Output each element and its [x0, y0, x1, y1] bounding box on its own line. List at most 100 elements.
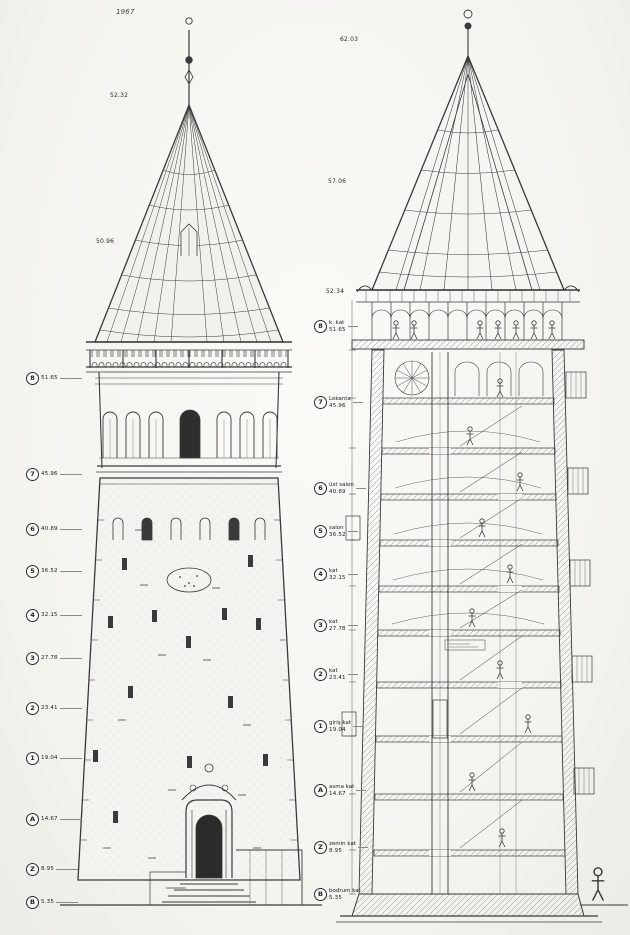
level-number: 6	[26, 523, 39, 536]
level-number: 2	[314, 668, 327, 681]
level-name: giriş kat	[329, 720, 352, 727]
leader-line	[59, 571, 82, 572]
elevation-note: 57.06	[328, 178, 347, 185]
level-elevation: 27.78	[41, 654, 58, 661]
leader-line	[59, 529, 82, 530]
leader-line	[355, 488, 366, 489]
level-name: üst salon	[329, 482, 354, 489]
level-name: kat	[329, 568, 338, 575]
level-number: 1	[26, 752, 39, 765]
level-elevation: 40.89	[329, 488, 346, 495]
level-elevation: 14.67	[41, 815, 58, 822]
leader-line	[347, 674, 358, 675]
elevation-note: 52.32	[110, 92, 129, 99]
level-elevation: 5.35	[329, 894, 343, 901]
level-name: bodrum kat	[329, 888, 361, 895]
leader-line	[347, 531, 358, 532]
level-elevation: 23.41	[329, 674, 346, 681]
level-number: 8	[26, 372, 39, 385]
level-elevation: 36.52	[41, 567, 58, 574]
level-number: 7	[26, 468, 39, 481]
level-elevation: 19.04	[329, 726, 346, 733]
leader-line	[59, 474, 82, 475]
level-elevation: 36.52	[329, 531, 346, 538]
level-number: 6	[314, 482, 327, 495]
level-number: 4	[314, 568, 327, 581]
elevation-note: 62.03	[340, 36, 359, 43]
level-number: A	[314, 784, 327, 797]
level-number: 8	[314, 320, 327, 333]
level-name: k. kat	[329, 320, 345, 327]
leader-line	[347, 625, 358, 626]
level-elevation: 45.96	[329, 402, 346, 409]
section-view	[336, 9, 628, 923]
level-number: 5	[314, 525, 327, 538]
level-number: 3	[26, 652, 39, 665]
level-elevation: 45.96	[41, 470, 58, 477]
level-name: kat	[329, 619, 338, 626]
leader-line	[347, 574, 358, 575]
leader-line	[59, 615, 82, 616]
leader-line	[56, 902, 79, 903]
level-elevation: 51.65	[41, 374, 58, 381]
level-number: B	[314, 888, 327, 901]
level-name: asma kat	[329, 784, 355, 791]
elevation-note: 50.96	[96, 238, 115, 245]
level-number: 1	[314, 720, 327, 733]
leader-line	[356, 790, 367, 791]
elevation-view	[60, 17, 322, 906]
level-number: 7	[314, 396, 327, 409]
level-number: Z	[26, 863, 39, 876]
handwritten-note: 1967	[116, 8, 135, 16]
level-elevation: 51.65	[329, 326, 346, 333]
level-name: salon	[329, 525, 344, 532]
leader-line	[352, 402, 363, 403]
level-number: 3	[314, 619, 327, 632]
level-elevation: 8.95	[329, 847, 343, 854]
level-elevation: 5.35	[41, 898, 55, 905]
level-number: B	[26, 896, 39, 909]
leader-line	[358, 847, 369, 848]
leader-line	[353, 726, 364, 727]
level-number: 5	[26, 565, 39, 578]
leader-line	[59, 758, 82, 759]
leader-line	[347, 326, 358, 327]
leader-line	[362, 894, 373, 895]
level-elevation: 14.67	[329, 790, 346, 797]
level-number: 4	[26, 609, 39, 622]
level-elevation: 32.15	[329, 574, 346, 581]
elevation-note: 52.34	[326, 288, 345, 295]
level-elevation: 27.78	[329, 625, 346, 632]
level-elevation: 8.95	[41, 865, 55, 872]
leader-line	[56, 869, 79, 870]
level-elevation: 19.04	[41, 754, 58, 761]
level-number: A	[26, 813, 39, 826]
level-number: 2	[26, 702, 39, 715]
level-name: zemin kat	[329, 841, 357, 848]
level-name: kat	[329, 668, 338, 675]
leader-line	[59, 378, 82, 379]
leader-line	[59, 708, 82, 709]
level-name: Lokanta	[329, 396, 351, 403]
